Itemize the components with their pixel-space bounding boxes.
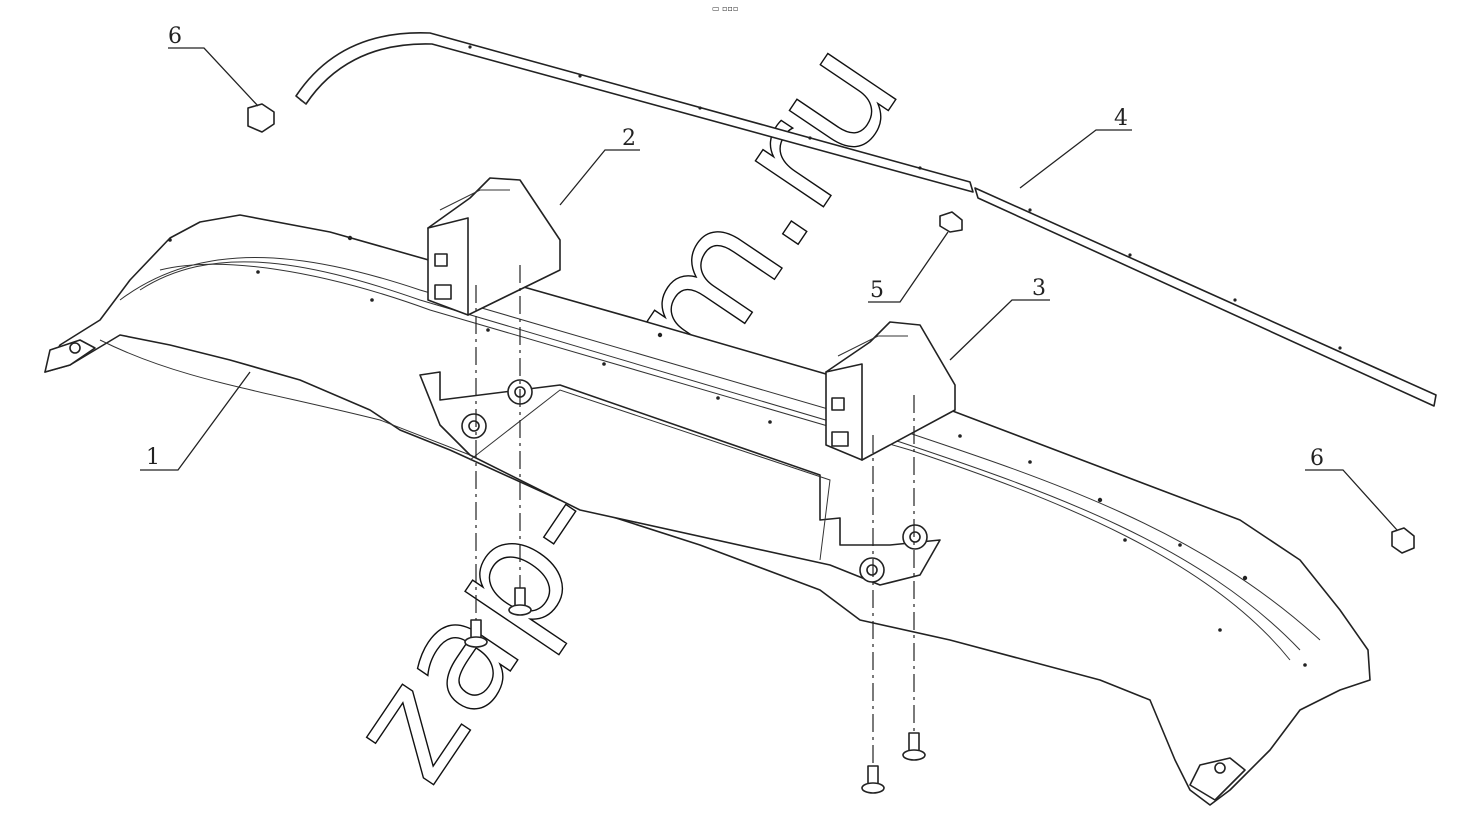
callout-1: 1	[140, 371, 251, 471]
callout-6-right: 6	[1305, 446, 1398, 531]
callout-3: 3	[949, 276, 1050, 361]
mount-stud	[461, 413, 487, 439]
screw	[508, 587, 532, 616]
callout-number: 6	[168, 24, 182, 49]
callout-number: 2	[622, 126, 636, 151]
screw	[464, 619, 488, 648]
mount-stud	[902, 524, 928, 550]
screw	[902, 732, 926, 761]
callout-number: 6	[1310, 446, 1324, 471]
top-mark: ▭ ▫▫▫	[712, 4, 739, 13]
part-6-clip-left	[247, 103, 275, 133]
screw	[861, 765, 885, 794]
callout-2: 2	[559, 126, 640, 206]
callout-6-left: 6	[168, 24, 259, 107]
part-2-bracket-block	[427, 177, 561, 316]
part-5-clip	[939, 211, 963, 233]
screw-assembly	[464, 265, 926, 794]
mount-stud	[859, 557, 885, 583]
callout-number: 5	[870, 278, 884, 303]
callout-4: 4	[1019, 106, 1132, 189]
part-6-clip-right	[1391, 527, 1415, 554]
callout-number: 1	[146, 445, 160, 470]
part-3-bracket-block	[825, 321, 956, 461]
callout-5: 5	[868, 231, 949, 303]
part-4-molding-strip	[295, 32, 1437, 407]
callout-number: 3	[1032, 276, 1046, 301]
callout-number: 4	[1114, 106, 1128, 131]
